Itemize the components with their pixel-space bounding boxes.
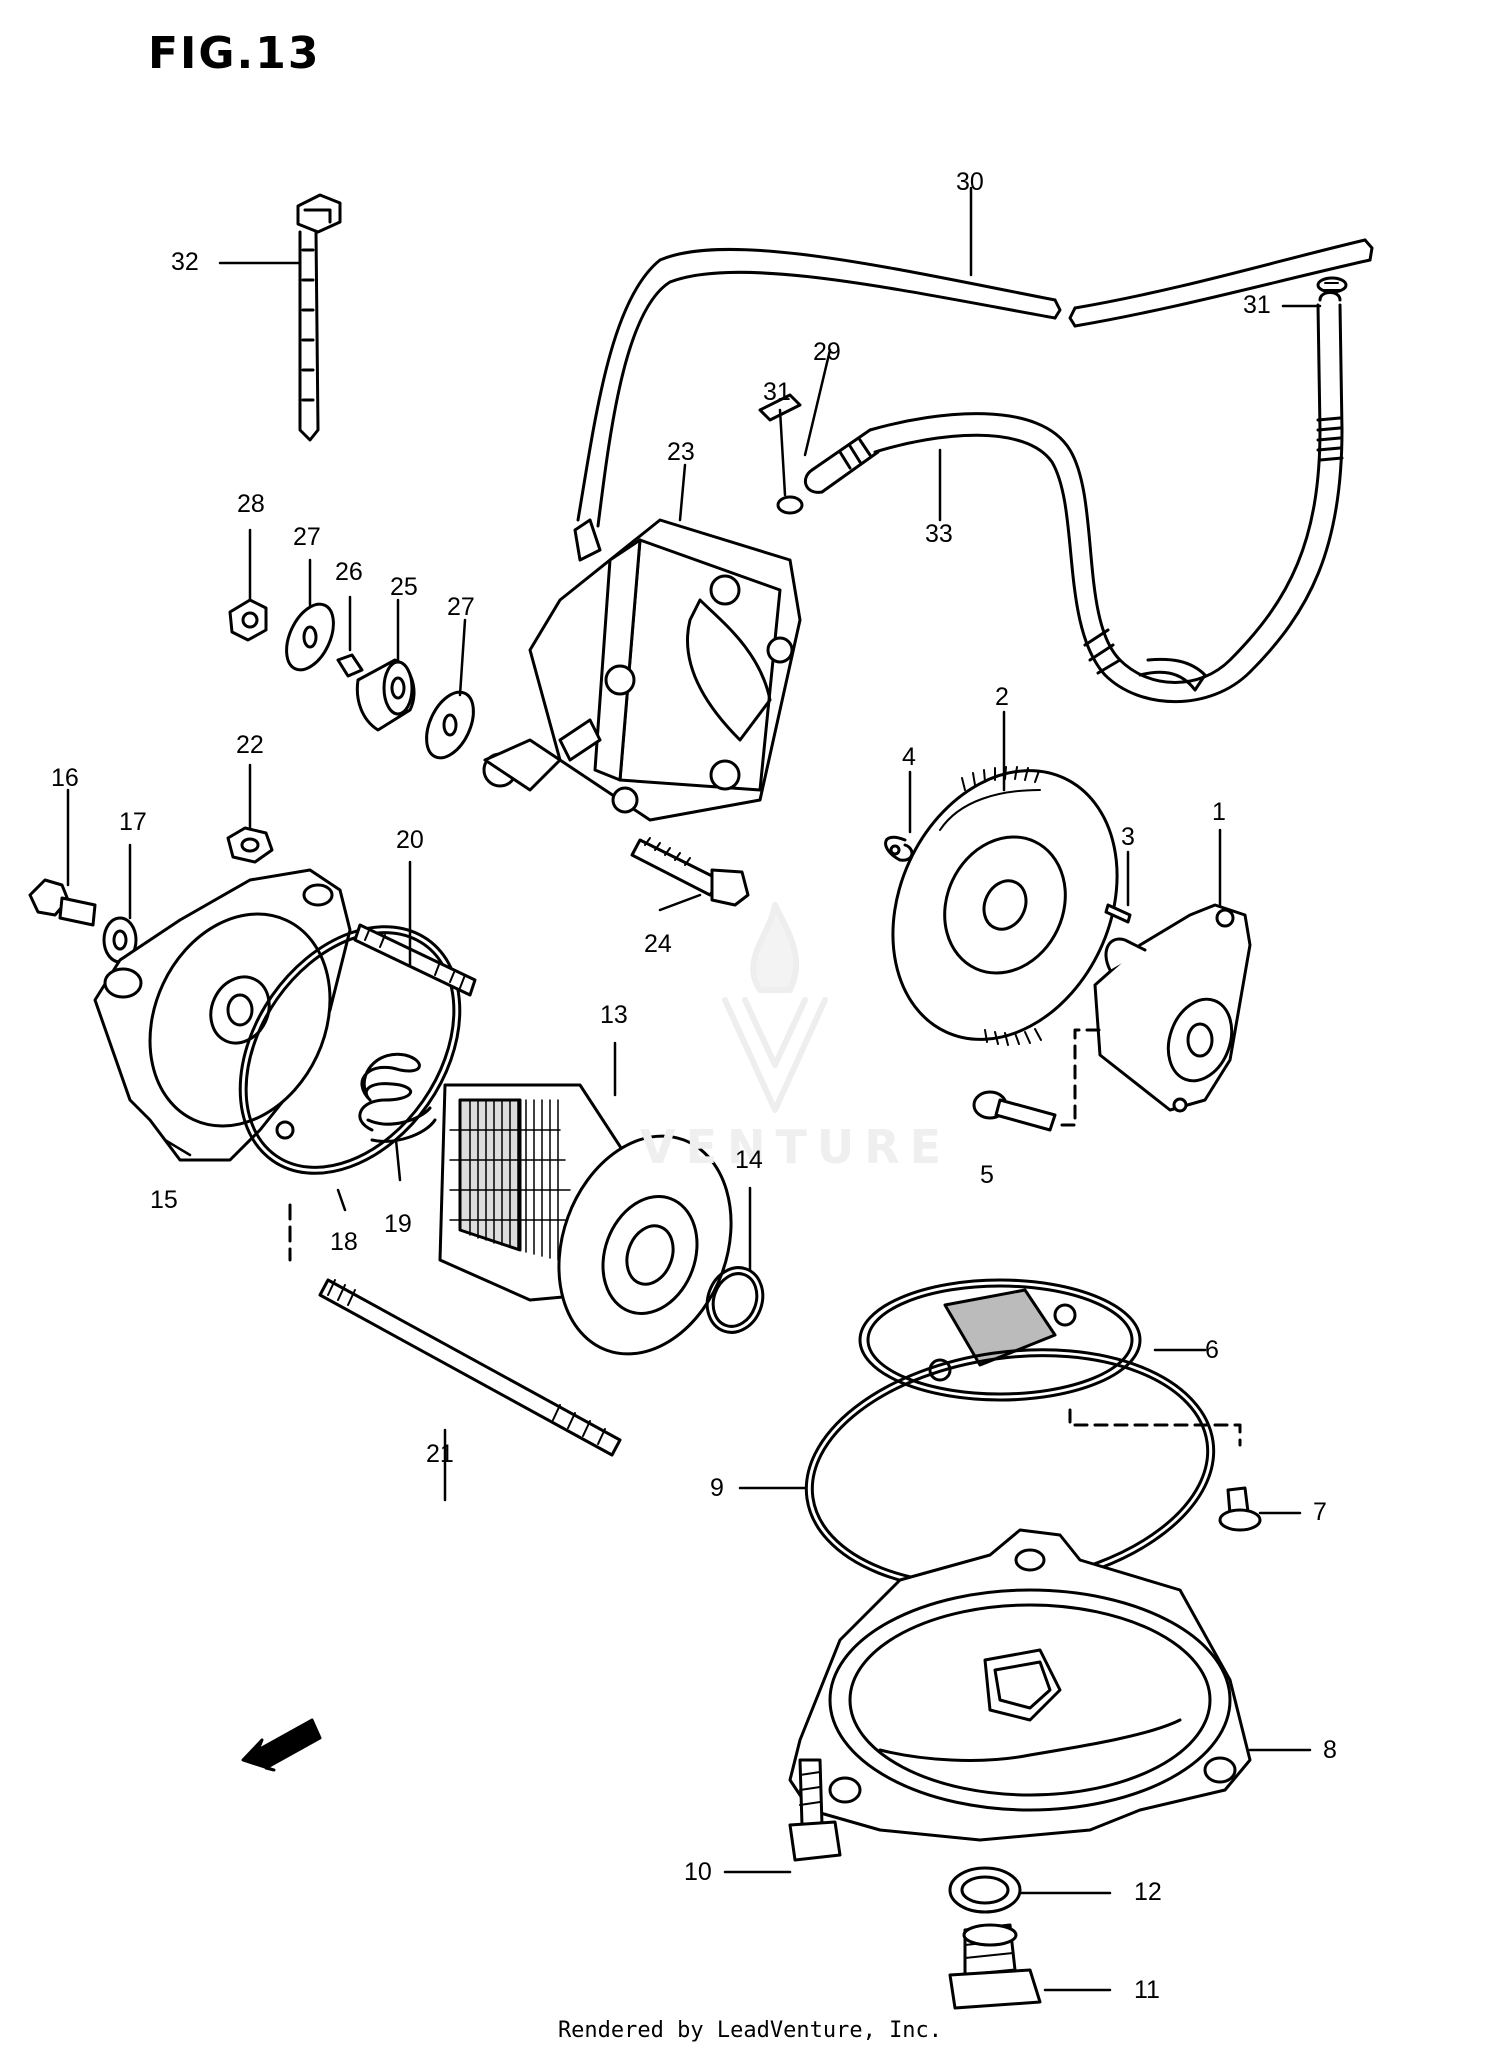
part-23-fuel-pump: [482, 393, 802, 822]
callout-33: 33: [925, 520, 953, 548]
callout-29: 29: [813, 338, 841, 366]
callout-31-left: 31: [763, 378, 791, 406]
callout-5: 5: [980, 1161, 994, 1189]
callout-4: 4: [902, 743, 916, 771]
callout-28: 28: [237, 490, 265, 518]
callout-22: 22: [236, 731, 264, 759]
callout-13: 13: [600, 1001, 628, 1029]
callout-14: 14: [735, 1146, 763, 1174]
part-21-stud: [318, 1278, 622, 1457]
part-15-filter-cover: [93, 868, 352, 1162]
callout-18: 18: [330, 1228, 358, 1256]
dash-line-5: [1060, 1028, 1102, 1127]
callout-8: 8: [1323, 1736, 1337, 1764]
callout-7: 7: [1313, 1498, 1327, 1526]
part-28-nut: [228, 598, 268, 642]
callout-31-right: 31: [1243, 291, 1271, 319]
part-19-spring: [358, 1052, 437, 1143]
part-6-strainer: [858, 1278, 1142, 1402]
part-31-clip: [776, 276, 1348, 515]
callout-1: 1: [1212, 798, 1226, 826]
callout-20: 20: [396, 826, 424, 854]
callout-16: 16: [51, 764, 79, 792]
part-32-cable-tie: [296, 193, 342, 442]
callout-23: 23: [667, 438, 695, 466]
callout-9: 9: [710, 1474, 724, 1502]
watermark-logo: [722, 902, 828, 1113]
part-3-pin: [1104, 903, 1132, 924]
callout-25: 25: [390, 573, 418, 601]
callout-19: 19: [384, 1210, 412, 1238]
part-16-bolt: [28, 878, 97, 927]
callout-27-upper: 27: [293, 523, 321, 551]
callout-32: 32: [171, 248, 199, 276]
part-10-bolt: [788, 1758, 842, 1862]
dash-line-6: [1068, 1408, 1242, 1447]
callout-2: 2: [995, 683, 1009, 711]
part-12-washer: [948, 1866, 1022, 1914]
callout-3: 3: [1121, 823, 1135, 851]
part-22-nut: [226, 826, 274, 864]
watermark-text: VENTURE: [640, 1120, 952, 1174]
part-24-bolt: [630, 837, 750, 907]
callout-21: 21: [426, 1440, 454, 1468]
callout-17: 17: [119, 808, 147, 836]
part-11-drain-plug: [948, 1923, 1042, 2010]
part-13-oil-filter: [438, 1083, 733, 1356]
part-18-o-ring: [238, 925, 462, 1175]
callout-12: 12: [1134, 1878, 1162, 1906]
callout-10: 10: [684, 1858, 712, 1886]
part-2-oil-pump-gear: [891, 766, 1119, 1046]
part-8-oil-pan: [788, 1528, 1252, 1842]
part-7-bolt: [1218, 1486, 1262, 1532]
fwd-arrow-icon: [241, 1718, 322, 1772]
part-4-circlip: [884, 835, 914, 862]
callout-11: 11: [1134, 1976, 1160, 2004]
leader-lines: [66, 186, 1322, 1992]
callout-26: 26: [335, 558, 363, 586]
part-33-hose: [803, 282, 1344, 704]
figure-title: FIG.13: [148, 28, 321, 79]
callout-27-lower: 27: [447, 593, 475, 621]
part-14-o-ring: [705, 1266, 765, 1334]
render-credit: Rendered by LeadVenture, Inc.: [557, 2018, 943, 2043]
part-25-grommet: [355, 658, 416, 732]
part-20-stud: [353, 923, 477, 997]
callout-15: 15: [150, 1186, 178, 1214]
part-30-hose: [576, 238, 1374, 528]
part-5-screw: [972, 1090, 1057, 1132]
part-1-oil-pump: [1093, 903, 1252, 1113]
part-27-washer: [285, 602, 475, 760]
part-26-collar: [336, 653, 364, 678]
callout-6: 6: [1205, 1336, 1219, 1364]
callout-24: 24: [644, 930, 672, 958]
callout-30: 30: [956, 168, 984, 196]
